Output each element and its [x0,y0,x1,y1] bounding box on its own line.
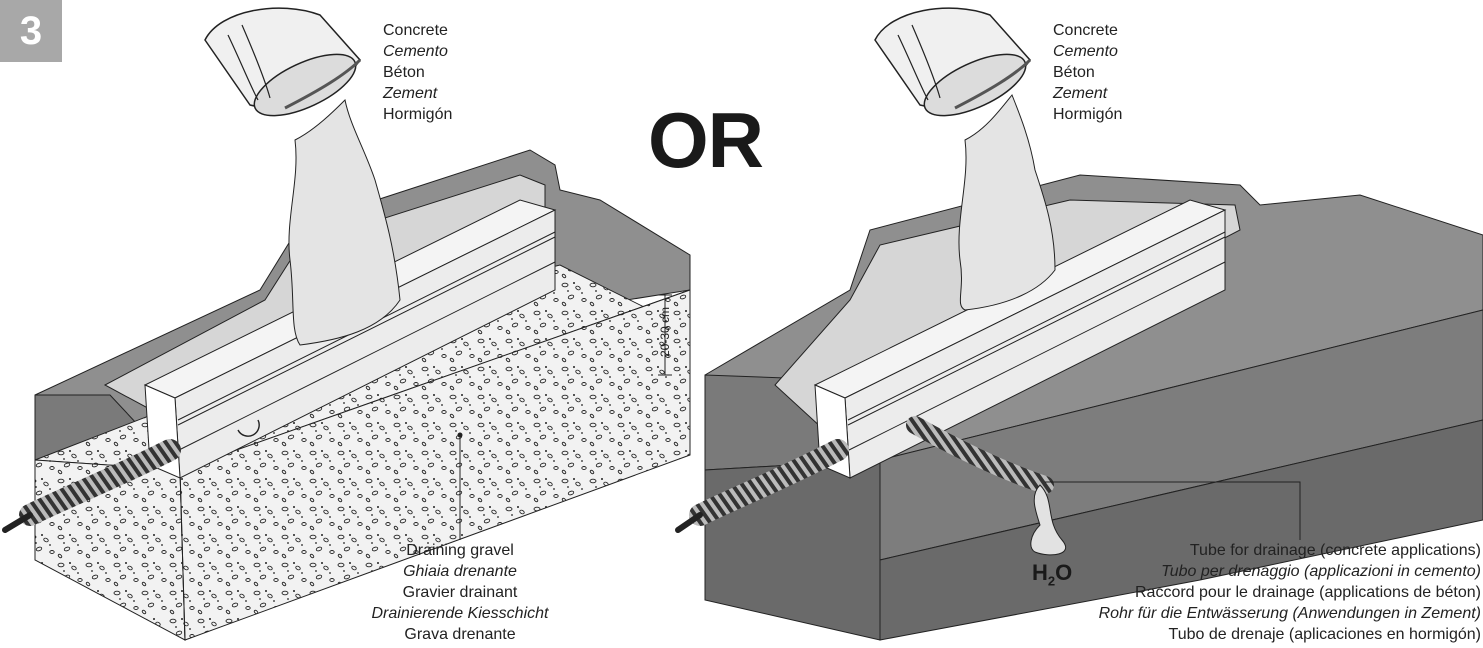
or-separator: OR [648,96,764,184]
left-scene [2,7,691,641]
label-it: Cemento [1053,43,1118,60]
label-es: Hormigón [383,106,453,123]
left-concrete-stream [288,98,401,346]
water-h: H [1032,560,1048,585]
right-hose-icon [689,439,849,526]
label-en: Concrete [1053,22,1118,39]
right-bucket-icon [874,7,1032,117]
label-es: Grava drenante [404,626,516,643]
right-ground-side [879,309,1483,561]
label-en: Draining gravel [406,542,514,559]
label-fr: Raccord pour le drainage (applications d… [1135,584,1481,601]
right-concrete-stream [958,94,1056,311]
label-it: Cemento [383,43,448,60]
water-label: H2O [1032,560,1072,588]
label-es: Tubo de drenaje (aplicaciones en hormigó… [1168,626,1481,643]
right-ground-lower-side [879,419,1483,641]
left-bucket-icon [204,7,362,117]
water-sub: 2 [1047,573,1056,589]
left-hose-icon [19,439,181,526]
label-es: Hormigón [1053,106,1123,123]
right-concrete-label: Concrete Cemento Béton Zement Hormigón [1053,20,1122,125]
right-ground-lower-front [704,459,881,641]
right-drain-tube-icon [906,416,1054,494]
step-number-badge: 3 [0,0,62,62]
label-fr: Gravier drainant [402,584,518,601]
label-de: Rohr für die Entwässerung (Anwendungen i… [1098,605,1481,622]
right-scene [675,7,1483,641]
depth-annotation: 20-30 cm [658,306,673,358]
gravel-label: Draining gravel Ghiaia drenante Gravier … [315,540,605,645]
label-fr: Béton [383,64,425,81]
left-concrete-label: Concrete Cemento Béton Zement Hormigón [383,20,452,125]
label-it: Ghiaia drenante [403,563,517,580]
label-de: Zement [383,85,438,102]
label-fr: Béton [1053,64,1095,81]
label-de: Zement [1053,85,1108,102]
label-it: Tubo per drenaggio (applicazioni in ceme… [1161,563,1481,580]
label-en: Tube for drainage (concrete applications… [1189,542,1481,559]
water-splash-icon [1030,484,1066,556]
label-en: Concrete [383,22,448,39]
water-o: O [1055,560,1073,585]
label-de: Drainierende Kiesschicht [371,605,549,622]
drain-tube-label: Tube for drainage (concrete applications… [1099,540,1481,645]
